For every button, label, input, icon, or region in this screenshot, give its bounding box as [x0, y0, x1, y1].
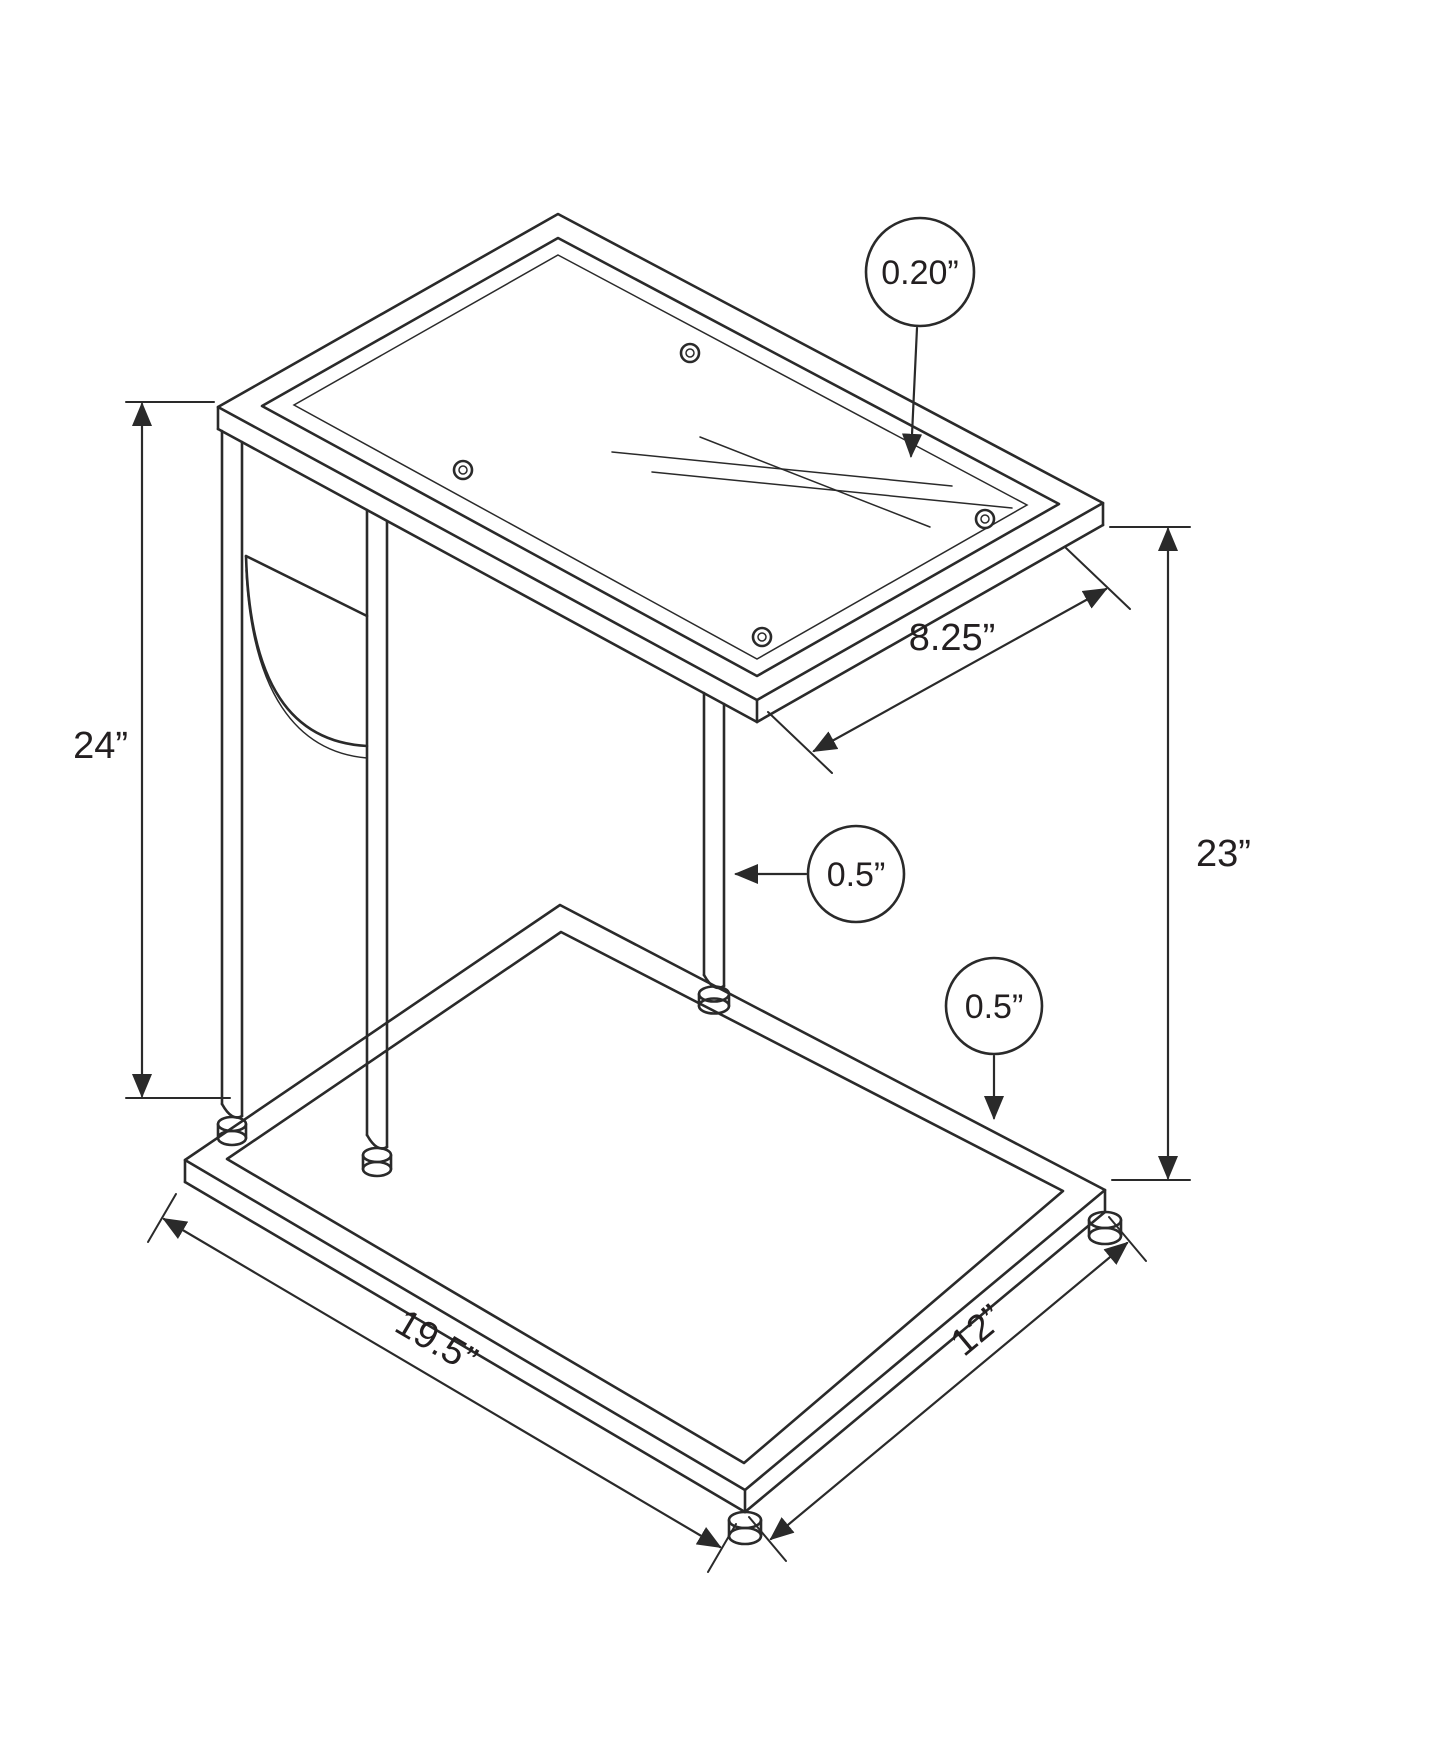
dim-label-base-tube: 0.5” [965, 988, 1024, 1026]
base-foot-right [1087, 1210, 1123, 1246]
dim-base-depth: 12” [748, 1216, 1147, 1562]
front-leg [697, 691, 731, 1015]
callout-circle [944, 956, 1044, 1056]
glass-screw [974, 508, 996, 530]
dim-label-frame-height: 24” [73, 725, 128, 767]
glass-screw [679, 342, 701, 364]
magazine-sling [244, 554, 369, 759]
left-post [216, 429, 248, 1147]
front-leg-foot [697, 985, 731, 1015]
dim-base-length: 19.5” [147, 1193, 737, 1573]
glass-screw [751, 626, 773, 648]
dim-top-depth: 8.25” [767, 547, 1131, 774]
callout-base-tube: 0.5” [944, 956, 1044, 1121]
glass-reflection [651, 471, 1013, 509]
dim-label-height-right: 23” [1196, 833, 1251, 875]
glass-reflection [699, 436, 931, 528]
dim-height-left: 24” [73, 401, 231, 1099]
callout-leg-diameter: 0.5” [733, 824, 906, 924]
dim-label-base-depth: 12” [943, 1297, 1012, 1364]
left-post-foot [216, 1115, 248, 1147]
dim-label-top-depth: 8.25” [909, 617, 996, 659]
dim-height-right: 23” [1109, 526, 1251, 1181]
dim-label-glass-thickness: 0.20” [881, 254, 959, 292]
dim-label-base-length: 19.5” [388, 1302, 484, 1382]
back-post [361, 508, 393, 1178]
glass-top [292, 254, 1029, 660]
callout-glass-thickness: 0.20” [864, 216, 976, 459]
top-frame-inner [260, 236, 1061, 678]
callout-circle [864, 216, 976, 328]
glass-screw [452, 459, 474, 481]
base-frame-inner [225, 930, 1065, 1465]
glass-pane [292, 254, 1029, 660]
callout-circle [806, 824, 906, 924]
back-post-foot [361, 1146, 393, 1178]
dim-label-leg-diameter: 0.5” [827, 856, 886, 894]
